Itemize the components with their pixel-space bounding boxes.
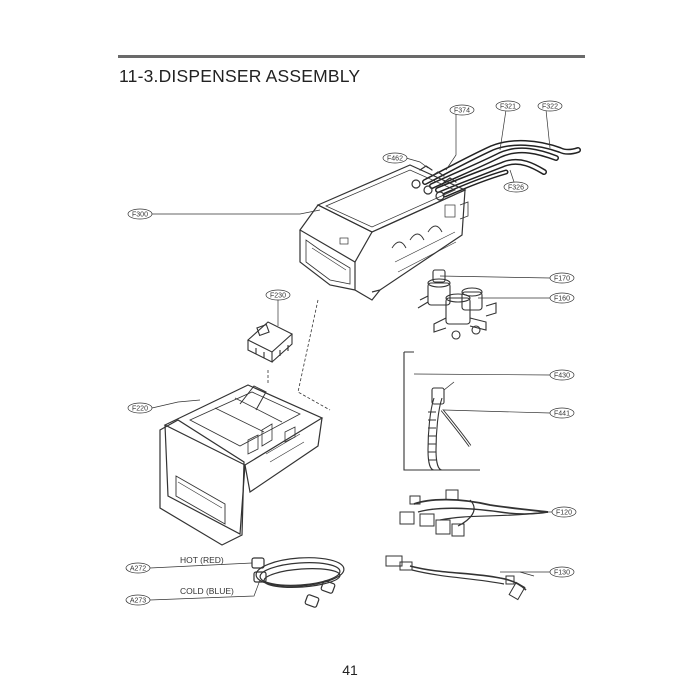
callout-f430: F430 <box>413 369 575 381</box>
svg-text:F374: F374 <box>454 108 470 115</box>
callout-f220: F220 <box>127 399 201 414</box>
svg-text:F321: F321 <box>500 104 516 111</box>
callout-f120: F120 <box>548 506 577 518</box>
svg-text:F230: F230 <box>270 293 286 300</box>
callout-f230: F230 <box>265 289 291 326</box>
svg-text:F441: F441 <box>554 411 570 418</box>
page-number: 41 <box>342 662 358 678</box>
detergent-drawer <box>159 384 324 546</box>
svg-text:F300: F300 <box>132 212 148 219</box>
callout-f441: F441 <box>443 407 575 419</box>
siphon-cap <box>247 321 293 363</box>
callout-f322: F322 <box>537 100 563 149</box>
svg-text:F322: F322 <box>542 104 558 111</box>
callout-f326: F326 <box>503 169 529 193</box>
svg-text:F130: F130 <box>554 570 570 577</box>
inlet-hoses <box>251 557 345 608</box>
water-valves <box>417 269 497 340</box>
callout-a273: A273 <box>125 579 261 606</box>
wire-harness-f120 <box>399 489 549 537</box>
svg-text:F120: F120 <box>556 510 572 517</box>
page-title: 11-3.DISPENSER ASSEMBLY <box>119 66 361 86</box>
callout-f160: F160 <box>478 292 575 304</box>
dispenser-hoses <box>419 139 581 198</box>
svg-text:A273: A273 <box>130 598 146 605</box>
cold-hose-label: COLD (BLUE) <box>180 586 234 596</box>
dispenser-housing <box>299 164 469 301</box>
svg-text:A272: A272 <box>130 566 146 573</box>
callout-f462: F462 <box>382 152 429 169</box>
svg-text:F430: F430 <box>554 373 570 380</box>
callout-f300: F300 <box>127 208 321 220</box>
hot-hose-label: HOT (RED) <box>180 555 224 565</box>
wire-harness-f130 <box>385 555 535 601</box>
svg-text:F462: F462 <box>387 156 403 163</box>
assembly-guide-lines <box>267 299 331 411</box>
sensor-bracket-frame <box>403 351 480 471</box>
callout-f374: F374 <box>445 104 475 171</box>
callout-f170: F170 <box>439 272 575 284</box>
pressure-sensor-hose <box>427 381 472 471</box>
svg-text:F220: F220 <box>132 406 148 413</box>
header-rule <box>118 55 585 58</box>
svg-text:F170: F170 <box>554 276 570 283</box>
callout-f130: F130 <box>500 566 575 578</box>
callout-f321: F321 <box>495 100 521 151</box>
callout-a272: A272 <box>125 562 253 574</box>
svg-text:F326: F326 <box>508 185 524 192</box>
svg-text:F160: F160 <box>554 296 570 303</box>
